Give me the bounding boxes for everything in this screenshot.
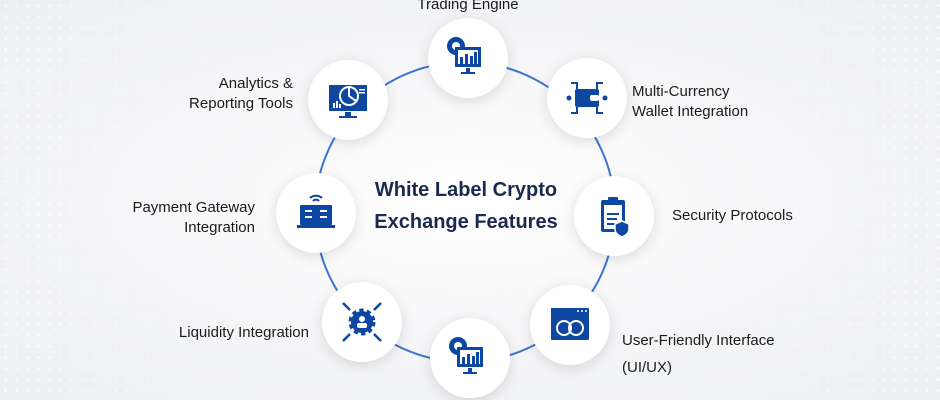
label-line: Wallet Integration [632,103,749,120]
label-line: Security Protocols [672,207,793,224]
label-security: Security Protocols [672,206,793,226]
trading-engine-icon [449,337,483,374]
diagram-title: White Label Crypto Exchange Features [346,174,586,238]
label-line: User-Friendly Interface [622,332,775,349]
label-line: Payment Gateway [132,199,255,216]
label-liquidity: Liquidity Integration [179,323,309,343]
label-line: Integration [184,219,255,236]
node-wallet [547,58,627,138]
label-line: Analytics & [218,75,293,92]
label-line: Liquidity Integration [178,324,309,341]
analytics-icon [329,85,367,118]
payment-gateway-icon [297,194,335,228]
label-trading-engine: Trading Engine [408,0,528,15]
security-clipboard-icon [601,197,630,238]
title-line-2: Exchange Features [374,211,558,233]
wallet-icon [566,82,608,114]
label-ui-ux: User-Friendly Interface (UI/UX) [622,327,775,381]
label-line: Multi-Currency [632,83,730,100]
label-line: Trading Engine [417,0,519,13]
label-line: (UI/UX) [622,359,672,376]
label-line: Reporting Tools [189,95,293,112]
node-trading-engine [428,18,508,98]
background-dots-left [0,0,260,400]
node-security [574,176,654,256]
node-payment-gateway [276,173,356,253]
ui-ux-faces-icon [551,308,589,340]
background-dots-right [680,0,940,400]
trading-engine-icon [447,37,481,74]
node-analytics [308,60,388,140]
liquidity-gear-icon [342,302,382,342]
node-ui-ux [530,285,610,365]
node-liquidity [322,282,402,362]
title-line-1: White Label Crypto [374,179,558,201]
node-trading-engine-bottom [430,318,510,398]
label-analytics: Analytics & Reporting Tools [189,74,293,114]
